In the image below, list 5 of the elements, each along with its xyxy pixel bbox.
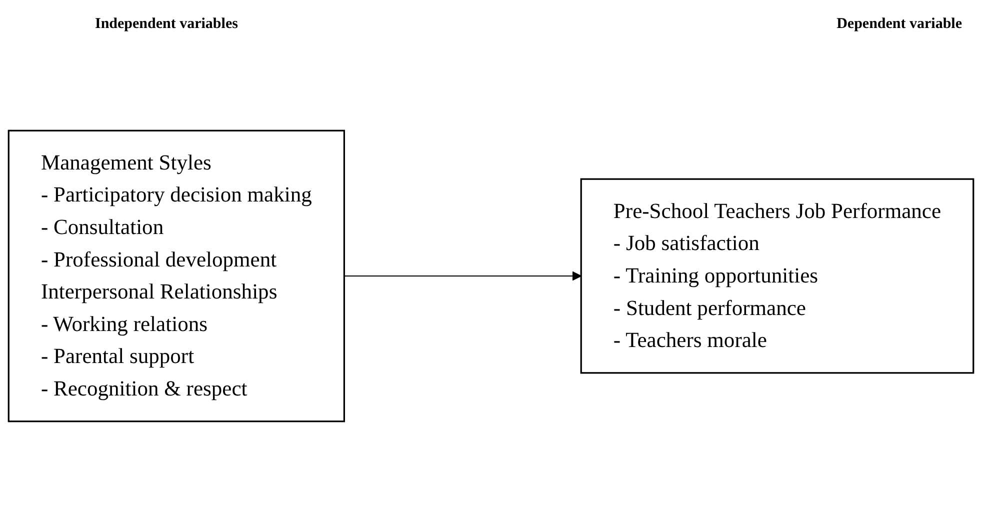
node-box: Management Styles - Participatory decision making - Consultation - Professional development Interpersonal Relationships - Working relations - Parental support - Recognition & respect: [8, 129, 345, 422]
column-heading: Independent variables: [95, 16, 238, 33]
arrow: [344, 270, 582, 280]
node-box: Pre-School Teachers Job Performance - Job satisfaction - Training opportunities - Student performance - Teachers morale: [580, 178, 974, 374]
column-heading: Dependent variable: [836, 16, 962, 33]
